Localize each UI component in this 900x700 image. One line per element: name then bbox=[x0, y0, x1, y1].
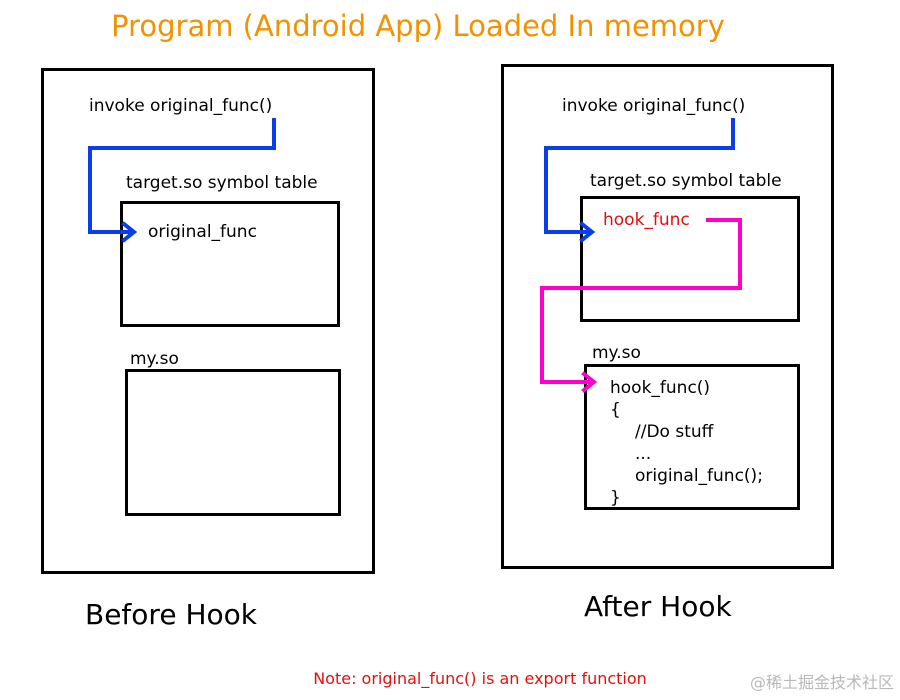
before-symbol-entry-original-func: original_func bbox=[148, 222, 257, 242]
hook-func-code-line-2: { bbox=[610, 400, 621, 420]
after-hook-caption: After Hook bbox=[584, 590, 732, 623]
before-invoke-label: invoke original_func() bbox=[89, 96, 273, 116]
hook-func-code-line-4: ... bbox=[635, 444, 652, 464]
hook-func-code-line-6: } bbox=[610, 488, 621, 508]
before-symbol-table-label: target.so symbol table bbox=[126, 173, 318, 193]
after-symbol-table-label: target.so symbol table bbox=[590, 171, 782, 191]
site-watermark: @稀土掘金技术社区 bbox=[749, 673, 894, 692]
before-hook-caption: Before Hook bbox=[85, 598, 257, 631]
after-lib-box bbox=[584, 364, 800, 510]
before-lib-box bbox=[125, 369, 341, 516]
before-call-arrow bbox=[88, 118, 276, 243]
hook-redirect-arrow bbox=[540, 218, 742, 393]
after-lib-label: my.so bbox=[592, 343, 641, 363]
after-call-arrow bbox=[544, 118, 735, 243]
before-symbol-table-box bbox=[120, 201, 340, 327]
export-function-note: Note: original_func() is an export funct… bbox=[313, 669, 647, 688]
hook-func-code-line-1: hook_func() bbox=[610, 378, 711, 398]
after-symbol-entry-hook-func: hook_func bbox=[603, 210, 690, 230]
after-invoke-label: invoke original_func() bbox=[562, 96, 746, 116]
after-hook-process-frame bbox=[501, 64, 834, 569]
after-symbol-table-box bbox=[580, 196, 800, 322]
hook-func-code-line-5: original_func(); bbox=[635, 466, 763, 486]
diagram-title: Program (Android App) Loaded In memory bbox=[111, 9, 725, 43]
before-hook-process-frame bbox=[41, 68, 375, 574]
hook-func-code-line-3: //Do stuff bbox=[635, 422, 714, 442]
before-lib-label: my.so bbox=[130, 349, 179, 369]
